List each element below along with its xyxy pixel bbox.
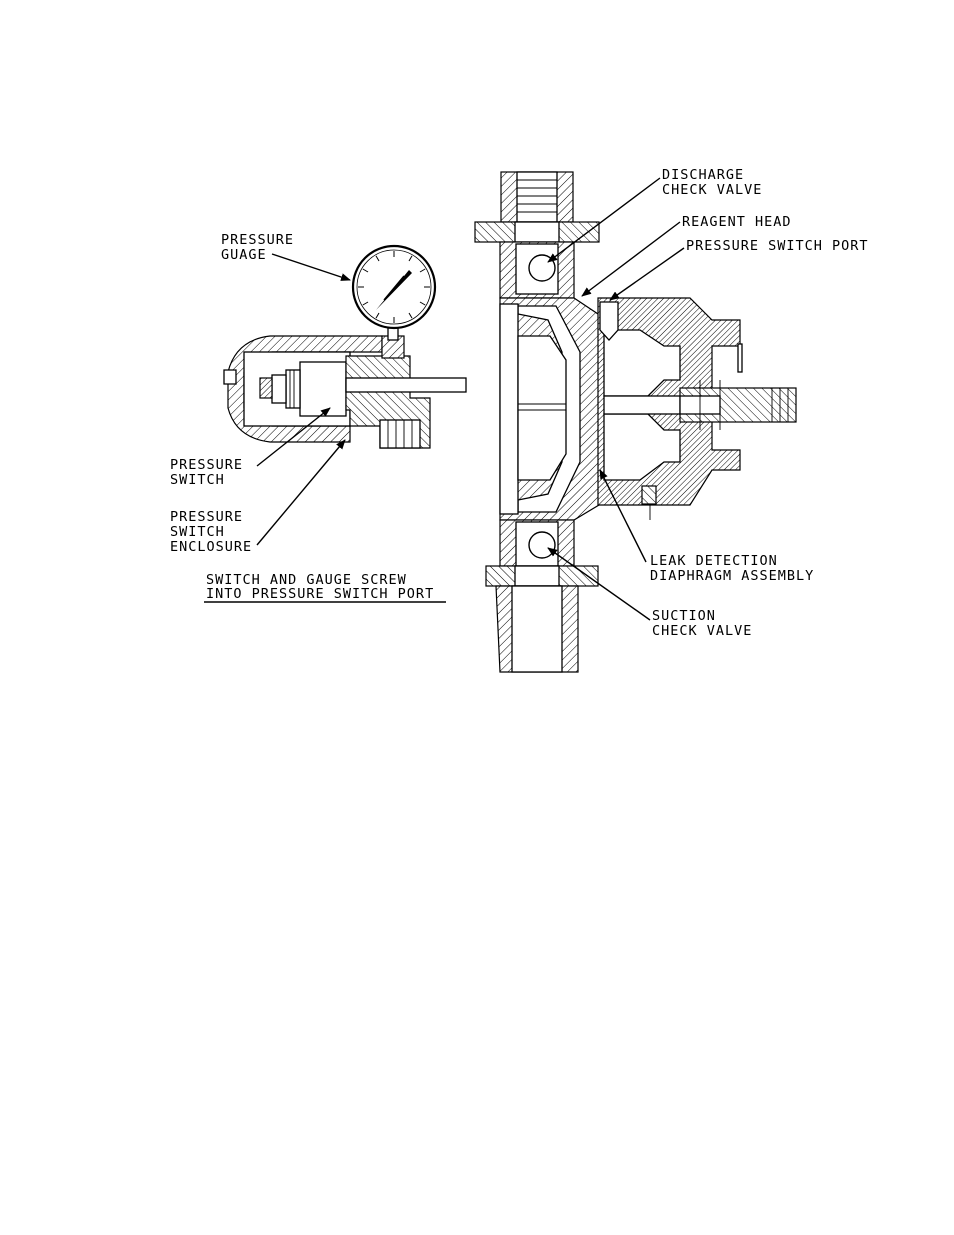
pressure-switch-assembly	[224, 246, 466, 448]
leader-pressure-gauge	[272, 254, 350, 280]
label-reagent-head: REAGENT HEAD	[682, 214, 792, 230]
label-pressure-switch: PRESSURE SWITCH	[170, 457, 252, 488]
suction-check-ball	[529, 532, 555, 558]
label-discharge-check-valve: DISCHARGE CHECK VALVE	[662, 167, 762, 198]
label-pressure-switch-port: PRESSURE SWITCH PORT	[686, 238, 869, 254]
pressure-switch-body	[300, 362, 346, 416]
label-suction-check-valve: SUCTION CHECK VALVE	[652, 608, 752, 639]
label-leak-detection-diaphragm: LEAK DETECTION DIAPHRAGM ASSEMBLY	[650, 553, 814, 584]
note-switch-and-gauge: SWITCH AND GAUGE SCREW INTO PRESSURE SWI…	[206, 572, 434, 602]
leader-pressure-switch-port	[610, 248, 684, 300]
label-pressure-gauge: PRESSURE GUAGE	[221, 232, 303, 263]
label-pressure-switch-enclosure: PRESSURE SWITCH ENCLOSURE	[170, 509, 252, 555]
